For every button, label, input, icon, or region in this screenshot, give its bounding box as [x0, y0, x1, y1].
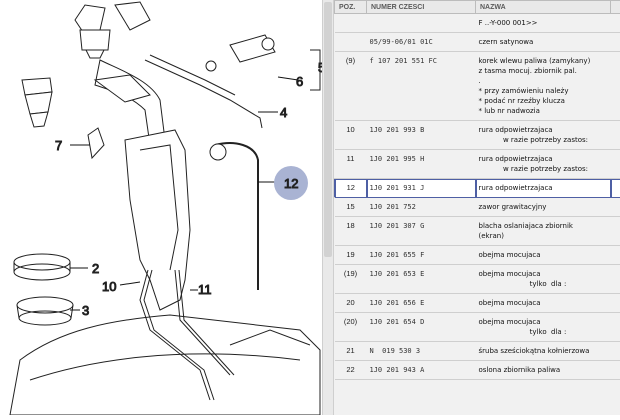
row-position	[335, 14, 367, 33]
callout-7[interactable]: 7	[55, 138, 62, 153]
row-extra	[611, 361, 620, 380]
row-position: (19)	[335, 265, 367, 294]
header-nazwa[interactable]: NAZWA	[476, 1, 611, 14]
row-part-name: obejma mocujaca	[476, 294, 611, 313]
row-position: 12	[335, 179, 367, 198]
callout-6[interactable]: 6	[296, 74, 303, 89]
row-part-name: śruba sześciokątna kołnierzowa	[476, 342, 611, 361]
row-part-number: 1J0 201 655 F	[367, 246, 476, 265]
parts-diagram: 5 6 4 7 12 2 10 11 3	[0, 0, 322, 415]
scrollbar-thumb[interactable]	[324, 2, 332, 257]
header-numer-czesci[interactable]: NUMER CZESCI	[367, 1, 476, 14]
row-extra	[611, 150, 620, 179]
row-extra	[611, 33, 620, 52]
callout-2[interactable]: 2	[92, 261, 99, 276]
row-part-name: czern satynowa	[476, 33, 611, 52]
callout-11[interactable]: 11	[198, 282, 212, 297]
row-part-name: rura odpowietrzajaca	[476, 179, 611, 198]
row-extra	[611, 294, 620, 313]
diagram-scrollbar[interactable]	[322, 0, 334, 415]
callout-3[interactable]: 3	[82, 303, 89, 318]
row-part-number: 05/99-06/01 01C	[367, 33, 476, 52]
header-extra[interactable]	[611, 1, 620, 14]
row-part-number: 1J0 201 995 H	[367, 150, 476, 179]
row-position: (20)	[335, 313, 367, 342]
row-extra	[611, 313, 620, 342]
row-extra	[611, 342, 620, 361]
row-part-name: obejma mocujaca tylko dla :	[476, 313, 611, 342]
header-poz[interactable]: POZ.	[335, 1, 367, 14]
row-position: 22	[335, 361, 367, 380]
filler-cap-part	[75, 2, 150, 58]
callout-4[interactable]: 4	[280, 105, 287, 120]
clip-part	[88, 128, 104, 158]
row-position	[335, 33, 367, 52]
row-part-name: oslona zbiornika paliwa	[476, 361, 611, 380]
row-part-number: f 107 201 551 FC	[367, 52, 476, 121]
vent-pipe-part	[210, 143, 258, 290]
row-position: (9)	[335, 52, 367, 121]
parts-table-panel: POZ. NUMER CZESCI NAZWA F ..-Y-000 001>>…	[334, 0, 620, 415]
row-extra	[611, 14, 620, 33]
row-part-name: obejma mocujaca tylko dla :	[476, 265, 611, 294]
row-part-number: 1J0 201 752	[367, 198, 476, 217]
row-part-number: 1J0 201 653 E	[367, 265, 476, 294]
row-extra	[611, 198, 620, 217]
row-part-number: N 019 530 3	[367, 342, 476, 361]
row-position: 10	[335, 121, 367, 150]
fuel-tank-part	[10, 130, 320, 415]
row-extra	[611, 52, 620, 121]
parts-table: POZ. NUMER CZESCI NAZWA F ..-Y-000 001>>…	[334, 0, 620, 380]
row-part-name: F ..-Y-000 001>>	[476, 14, 611, 33]
row-position: 18	[335, 217, 367, 246]
row-position: 15	[335, 198, 367, 217]
row-part-number: 1J0 201 943 A	[367, 361, 476, 380]
row-part-number	[367, 14, 476, 33]
grommet-part	[22, 78, 52, 127]
row-part-name: obejma mocujaca	[476, 246, 611, 265]
callout-12[interactable]: 12	[284, 176, 298, 191]
filler-neck-part	[95, 60, 165, 145]
row-extra	[611, 265, 620, 294]
row-position: 21	[335, 342, 367, 361]
row-part-name: rura odpowietrzajaca w razie potrzeby za…	[476, 121, 611, 150]
row-part-number: 1J0 201 993 B	[367, 121, 476, 150]
row-part-number: 1J0 201 654 D	[367, 313, 476, 342]
locking-ring-part	[14, 254, 70, 280]
row-part-number: 1J0 201 307 G	[367, 217, 476, 246]
connector-part	[145, 35, 275, 128]
row-part-name: blacha oslaniajaca zbiornik (ekran)	[476, 217, 611, 246]
row-extra	[611, 246, 620, 265]
callout-10[interactable]: 10	[102, 279, 116, 294]
row-part-name: korek wlewu paliwa (zamykany) z tasma mo…	[476, 52, 611, 121]
seal-part	[17, 297, 73, 325]
row-part-number: 1J0 201 931 J	[367, 179, 476, 198]
row-position: 19	[335, 246, 367, 265]
table-row[interactable]: F ..-Y-000 001>>	[335, 14, 620, 33]
row-part-number: 1J0 201 656 E	[367, 294, 476, 313]
row-position: 11	[335, 150, 367, 179]
row-extra	[611, 217, 620, 246]
row-part-name: rura odpowietrzajaca w razie potrzeby za…	[476, 150, 611, 179]
row-extra	[611, 121, 620, 150]
row-extra	[611, 179, 620, 198]
row-position: 20	[335, 294, 367, 313]
table-header-row: POZ. NUMER CZESCI NAZWA	[335, 1, 620, 14]
row-part-name: zawor grawitacyjny	[476, 198, 611, 217]
